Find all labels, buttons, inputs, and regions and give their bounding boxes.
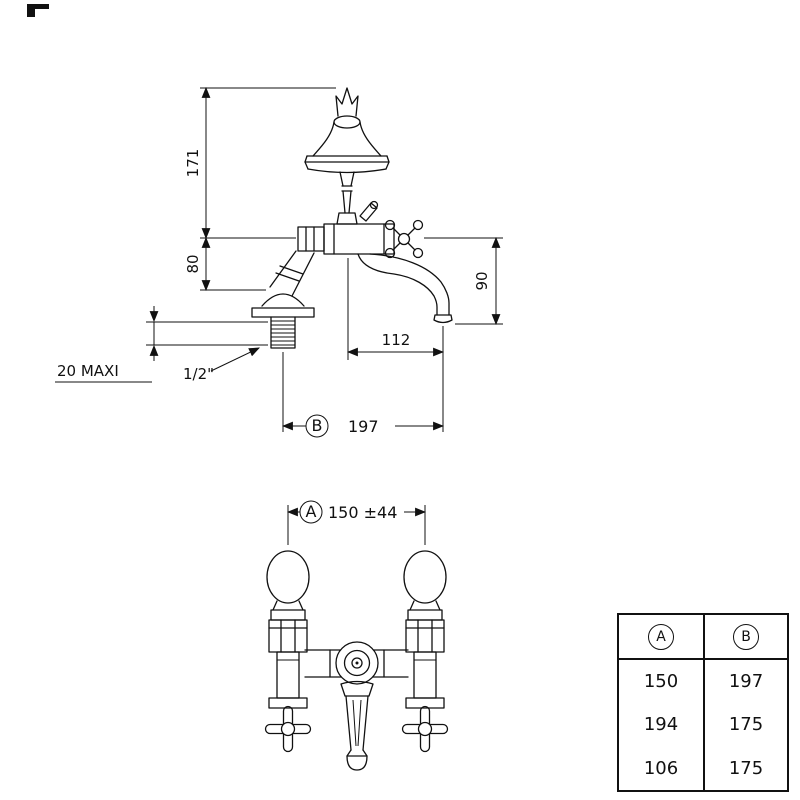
right-handle-column: [403, 550, 447, 709]
ref-b-circle-label: B: [312, 416, 323, 435]
mounting-leg: [251, 250, 315, 349]
side-view: [251, 87, 453, 349]
left-cross-handle-front: [264, 705, 312, 753]
spout-front: [340, 680, 374, 771]
dim-80-label: 80: [184, 254, 202, 273]
ref-a-circle-label: A: [306, 502, 317, 521]
table-header-b: B: [703, 615, 787, 660]
dim-b-197: B 197: [281, 352, 445, 438]
front-view: A 150 ±44: [264, 500, 449, 771]
dim-112-label: 112: [382, 331, 411, 349]
ref-a-header: A: [648, 623, 674, 650]
deck-max-label: 20 MAXI: [57, 362, 119, 380]
ref-b-header: B: [733, 623, 759, 650]
center-body-front: [304, 641, 409, 685]
table-row2-b: 175: [703, 703, 787, 747]
spout-side: [357, 253, 453, 324]
shower-hook: [335, 87, 359, 117]
left-handle-column: [266, 550, 310, 709]
dim-90-label: 90: [473, 271, 491, 290]
diverter-lever: [359, 200, 379, 222]
dim-90: 90: [424, 236, 503, 326]
shower-handle: [336, 171, 358, 225]
dim-112: 112: [346, 258, 445, 432]
thread-size-label: 1/2": [183, 365, 214, 383]
dim-20-maxi: 20 MAXI: [55, 306, 268, 383]
dim-half-inch: 1/2": [183, 347, 260, 383]
dim-171: 171: [184, 86, 336, 240]
dim-a-150: A 150 ±44: [286, 500, 427, 545]
spec-table: A B 150 197 194 175 106 175: [617, 613, 789, 792]
table-row1-b: 197: [703, 660, 787, 704]
table-row3-b: 175: [703, 746, 787, 790]
dim-197-label: 197: [348, 417, 379, 436]
table-header-a: A: [619, 615, 703, 660]
right-cross-handle-front: [401, 705, 449, 753]
table-row2-a: 194: [643, 714, 679, 736]
table-row3-a: 106: [643, 757, 679, 779]
dim-80: 80: [184, 236, 266, 292]
dim-150-label: 150 ±44: [328, 503, 397, 522]
cross-handle-side: [384, 219, 424, 259]
dimensions-side-view: 171 80 20 MAXI 1/2" 90 112: [55, 86, 503, 438]
mixer-body: [297, 223, 395, 255]
dim-171-label: 171: [184, 149, 202, 178]
hand-shower: [304, 115, 390, 174]
table-row1-a: 150: [643, 671, 679, 693]
corner-logo-mark: [27, 4, 49, 17]
